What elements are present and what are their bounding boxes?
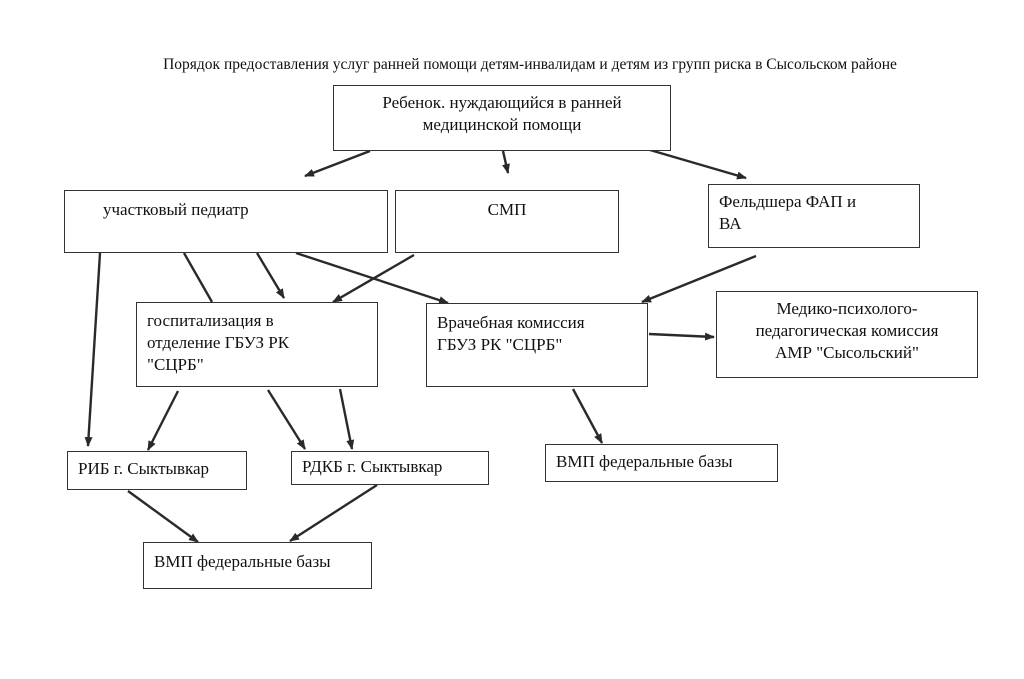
node-pmpk-line-2: педагогическая комиссия [755,321,939,340]
node-smp-line-1: СМП [487,200,527,219]
node-rib-line-1: РИБ г. Сыктывкар [78,459,210,478]
node-hospitalization: госпитализация в отделение ГБУЗ РК "СЦРБ… [136,302,378,387]
node-feldsher-line-2: ВА [719,214,742,233]
node-feldsher: Фельдшера ФАП и ВА [708,184,920,248]
arrow-pediatrician-to-hospitalization-line [182,252,214,303]
node-pediatrician: участковый педиатр [64,190,388,253]
arrow-child-to-feldsher [649,148,747,180]
page-title: Порядок предоставления услуг ранней помо… [163,56,897,73]
node-vmp-right-line-1: ВМП федеральные базы [556,452,733,471]
arrow-feldsher-to-commission [641,254,757,304]
node-pmpk-line-3: АМР "Сысольский" [775,343,919,362]
node-vmp-left-line-1: ВМП федеральные базы [154,552,331,571]
arrow-hospitalization-to-rdkb-2 [338,388,355,450]
node-pediatrician-line-1: участковый педиатр [103,200,249,219]
node-vmp-right: ВМП федеральные базы [545,444,778,482]
node-hospitalization-line-3: "СЦРБ" [147,355,204,374]
node-rdkb-line-1: РДКБ г. Сыктывкар [302,457,443,476]
arrow-child-to-pediatrician [304,149,371,178]
node-rib: РИБ г. Сыктывкар [67,451,247,490]
arrow-pediatrician-to-rib [84,252,102,447]
node-child-line-1: Ребенок. нуждающийся в ранней [382,93,622,112]
arrow-rib-to-vmp-left [127,490,199,543]
arrow-pediatrician-to-hospitalization [255,252,286,299]
arrow-smp-to-hospitalization [332,253,415,304]
node-medical-commission: Врачебная комиссия ГБУЗ РК "СЦРБ" [426,303,648,387]
arrow-commission-to-vmp-right [571,388,604,444]
node-medical-commission-line-2: ГБУЗ РК "СЦРБ" [437,335,563,354]
arrow-rdkb-to-vmp-left [289,483,378,543]
node-child: Ребенок. нуждающийся в ранней медицинско… [333,85,671,151]
node-child-line-2: медицинской помощи [422,115,582,134]
node-rdkb: РДКБ г. Сыктывкар [291,451,489,485]
arrow-hospitalization-to-rdkb-1 [266,389,307,450]
node-smp: СМП [395,190,619,253]
node-vmp-left: ВМП федеральные базы [143,542,372,589]
node-pmpk: Медико-психолого- педагогическая комисси… [716,291,978,378]
node-pmpk-line-1: Медико-психолого- [776,299,918,318]
arrow-hospitalization-to-rib [146,390,180,451]
arrow-child-to-smp [501,150,510,174]
node-feldsher-line-1: Фельдшера ФАП и [719,192,857,211]
node-hospitalization-line-2: отделение ГБУЗ РК [147,333,290,352]
node-hospitalization-line-1: госпитализация в [147,311,274,330]
node-medical-commission-line-1: Врачебная комиссия [437,313,585,332]
arrow-commission-to-pmpk [648,332,715,341]
